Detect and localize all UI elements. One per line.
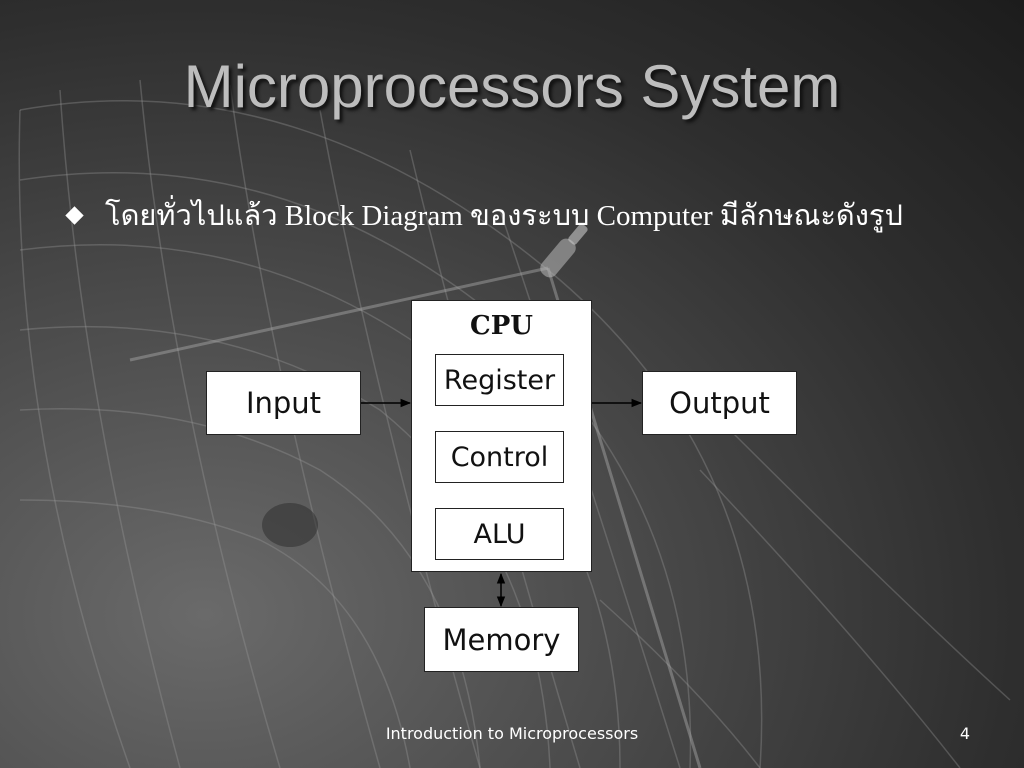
input-block: Input [206,371,361,435]
cpu-block: CPU Register Control ALU [411,300,592,572]
memory-block: Memory [424,607,579,672]
diamond-bullet-icon [65,205,84,225]
cpu-label: CPU [470,311,533,341]
slide-title: Microprocessors System [183,53,841,120]
control-block: Control [435,431,564,483]
register-block: Register [435,354,564,406]
footer-text: Introduction to Microprocessors [385,724,639,743]
bullet-point: โดยทั่วไปแล้ว Block Diagram ของระบบ Comp… [62,192,992,238]
page-number: 4 [959,724,970,743]
output-block: Output [642,371,797,435]
alu-block: ALU [435,508,564,560]
bullet-text: โดยทั่วไปแล้ว Block Diagram ของระบบ Comp… [105,200,903,232]
